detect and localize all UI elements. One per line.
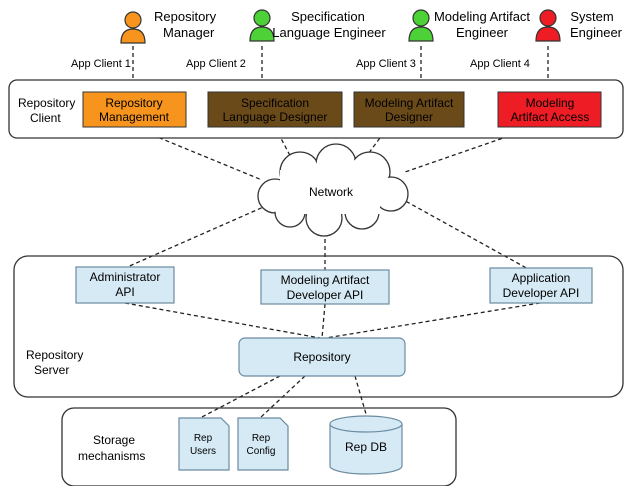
rep-config-document: Rep Config [237, 417, 289, 471]
application-developer-api-box: Application Developer API [489, 267, 593, 304]
tier-label-line2: mechanisms [78, 449, 145, 463]
actor-specification-language-engineer: Specification Language Engineer [249, 9, 386, 42]
modeling-artifact-developer-api-box: Modeling Artifact Developer API [260, 269, 390, 305]
doc-label-line1: Rep [194, 433, 213, 444]
box-label-line1: Specification [241, 96, 309, 110]
box-label-line1: Modeling [526, 96, 575, 110]
box-label-line2: Language Designer [223, 110, 328, 124]
network-admin-api-connector [124, 204, 269, 269]
person-icon [408, 9, 434, 42]
person-icon [120, 11, 146, 44]
server-tier-frame [13, 255, 624, 398]
actor-name-line2: Engineer [456, 25, 509, 40]
app-client-labels: App Client 1 App Client 2 App Client 3 A… [71, 58, 530, 70]
storage-tier-frame [61, 407, 457, 486]
person-icon [249, 9, 275, 42]
app-client-label: App Client 3 [356, 58, 416, 70]
tier-label-line2: Client [30, 111, 61, 125]
actor-name-line1: Modeling Artifact [434, 9, 530, 24]
actor-name-line1: Specification [291, 9, 365, 24]
doc-label-line1: Rep [252, 433, 271, 444]
tier-label-line1: Repository [18, 96, 75, 110]
actor-name-line2: Manager [163, 25, 215, 40]
repository-label: Repository [293, 350, 350, 364]
rep-db-cylinder: Rep DB [329, 415, 403, 475]
document-icon [237, 417, 289, 471]
app-client-label: App Client 4 [470, 58, 530, 70]
network-cloud: Network [257, 143, 409, 237]
specification-language-designer-box: Specification Language Designer [207, 91, 343, 128]
tier-label-line1: Repository [26, 348, 83, 362]
box-label-line2: API [115, 285, 134, 299]
repository-client-tier: Repository Client Repository Management … [8, 79, 624, 139]
actor-name-line2: Engineer [570, 25, 623, 40]
box-label-line2: Designer [385, 110, 433, 124]
repository-server-tier: Repository Server Administrator API Mode… [13, 255, 624, 398]
app-api-repository-connector [325, 302, 541, 339]
network-label: Network [309, 185, 354, 199]
repository-management-box: Repository Management [82, 91, 187, 128]
box-label-line2: Developer API [287, 288, 364, 302]
box-label-line1: Application [512, 271, 571, 285]
repository-box: Repository [238, 337, 406, 377]
app-client-label: App Client 2 [186, 58, 246, 70]
network-app-api-connector [399, 197, 531, 271]
modeling-artifact-designer-box: Modeling Artifact Designer [353, 91, 465, 128]
actor-name-line2: Language Engineer [272, 25, 386, 40]
actor-name-line1: System [570, 9, 613, 24]
box-label-line2: Artifact Access [511, 110, 590, 124]
admin-api-repository-connector [124, 302, 321, 339]
database-icon [329, 415, 403, 475]
box-label-line1: Administrator [90, 270, 161, 284]
actor-system-engineer: System Engineer [535, 9, 623, 42]
app-client-label: App Client 1 [71, 58, 131, 70]
storage-tier: Storage mechanisms Rep Users Rep Config … [61, 407, 457, 486]
person-icon [535, 9, 561, 42]
actor-name-line1: Repository [154, 9, 217, 24]
administrator-api-box: Administrator API [75, 266, 175, 304]
db-label: Rep DB [345, 440, 387, 454]
tier-label-line1: Storage [93, 433, 135, 447]
rep-users-document: Rep Users [178, 417, 230, 471]
box-label-line2: Developer API [503, 286, 580, 300]
doc-label-line2: Config [247, 446, 276, 457]
ma-api-repository-connector [321, 303, 326, 339]
box-label-line2: Management [99, 110, 170, 124]
box-label-line1: Repository [105, 96, 162, 110]
doc-label-line2: Users [190, 446, 216, 457]
modeling-artifact-access-box: Modeling Artifact Access [497, 91, 602, 128]
box-label-line1: Modeling Artifact [365, 96, 454, 110]
actor-repository-manager: Repository Manager [120, 9, 217, 44]
tier-label-line2: Server [34, 363, 69, 377]
box-label-line1: Modeling Artifact [281, 273, 370, 287]
actor-modeling-artifact-engineer: Modeling Artifact Engineer [408, 9, 530, 42]
document-icon [178, 417, 230, 471]
